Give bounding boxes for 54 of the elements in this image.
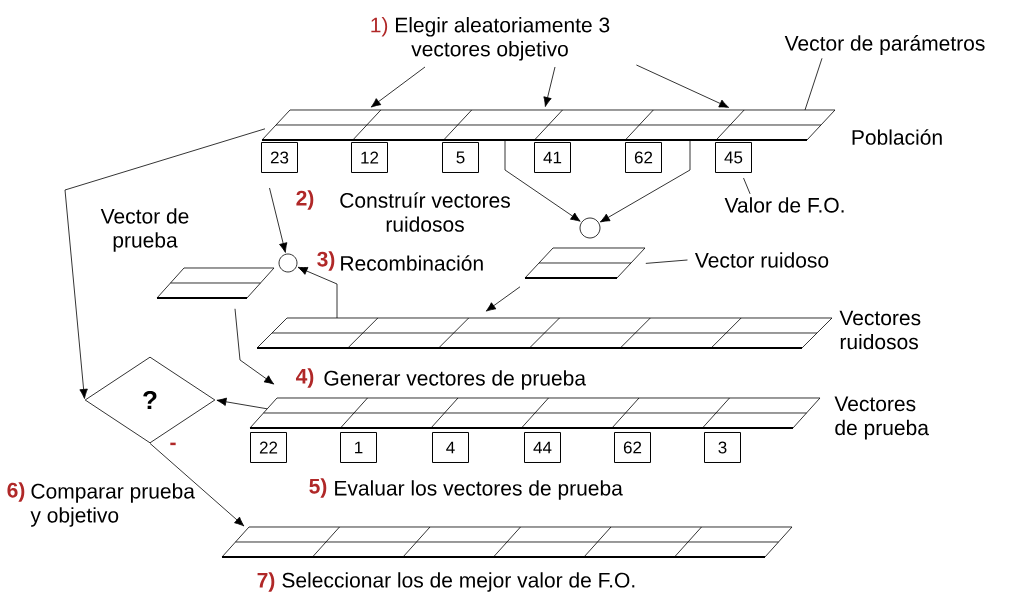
step-number: -	[170, 442, 176, 446]
operator-circle	[278, 253, 298, 273]
vector-bar	[249, 397, 821, 429]
leader-line	[645, 259, 688, 264]
annotation-label: Generar vectores de prueba	[324, 370, 586, 390]
step-number: 5)	[309, 478, 327, 498]
annotation-label: Vectores de prueba	[834, 396, 929, 440]
step-number: 3)	[317, 251, 335, 271]
arrow	[599, 140, 691, 223]
arrow	[269, 187, 288, 253]
leader-line	[743, 177, 751, 195]
arrow	[149, 443, 245, 527]
arrow	[297, 266, 338, 319]
step-label: 1) Elegir aleatoriamente 3 vectores objetivo	[371, 17, 610, 61]
arrow	[370, 66, 426, 108]
annotation-label: Evaluar los vectores de prueba	[335, 480, 623, 500]
value-box: 4	[432, 432, 469, 463]
value-box: 23	[261, 142, 298, 173]
annotation-label: Vector de prueba	[100, 208, 189, 252]
vector-bar	[524, 247, 646, 279]
arrow	[543, 66, 556, 107]
value-box: 22	[250, 432, 287, 463]
leader-line	[804, 57, 823, 111]
vector-bar	[256, 317, 833, 349]
value-box: 3	[704, 432, 741, 463]
arrow	[485, 286, 521, 312]
step-number: 4)	[296, 368, 314, 388]
arrow	[234, 308, 275, 385]
value-box: 41	[534, 142, 571, 173]
arrow	[64, 128, 266, 399]
value-box: 5	[442, 142, 479, 173]
value-box: 45	[715, 142, 752, 173]
annotation-label: Vector de parámetros	[784, 35, 985, 55]
annotation-label: Construír vectores ruidosos	[340, 192, 510, 232]
vector-bar	[261, 109, 836, 141]
step-number: 6)	[7, 482, 25, 502]
annotation-label: Comparar prueba y objetivo	[30, 483, 195, 527]
vector-bar	[156, 267, 275, 299]
arrow	[216, 397, 268, 410]
operator-circle	[579, 217, 601, 239]
arrow	[504, 140, 581, 222]
value-box: 44	[524, 432, 561, 463]
value-box: 62	[625, 142, 662, 173]
value-box: 1	[340, 432, 377, 463]
annotation-label: Vectores ruidosos	[839, 310, 921, 350]
annotation-label: Valor de F.O.	[724, 197, 844, 213]
value-box: 12	[351, 142, 388, 173]
step-number: 2)	[296, 190, 314, 210]
annotation-label: Vector ruidoso	[695, 252, 829, 268]
value-box: 62	[614, 432, 651, 463]
annotation-label: Población	[852, 129, 942, 145]
vector-bar	[221, 526, 793, 558]
arrow	[636, 64, 729, 108]
annotation-label: Recombinación	[341, 255, 483, 271]
